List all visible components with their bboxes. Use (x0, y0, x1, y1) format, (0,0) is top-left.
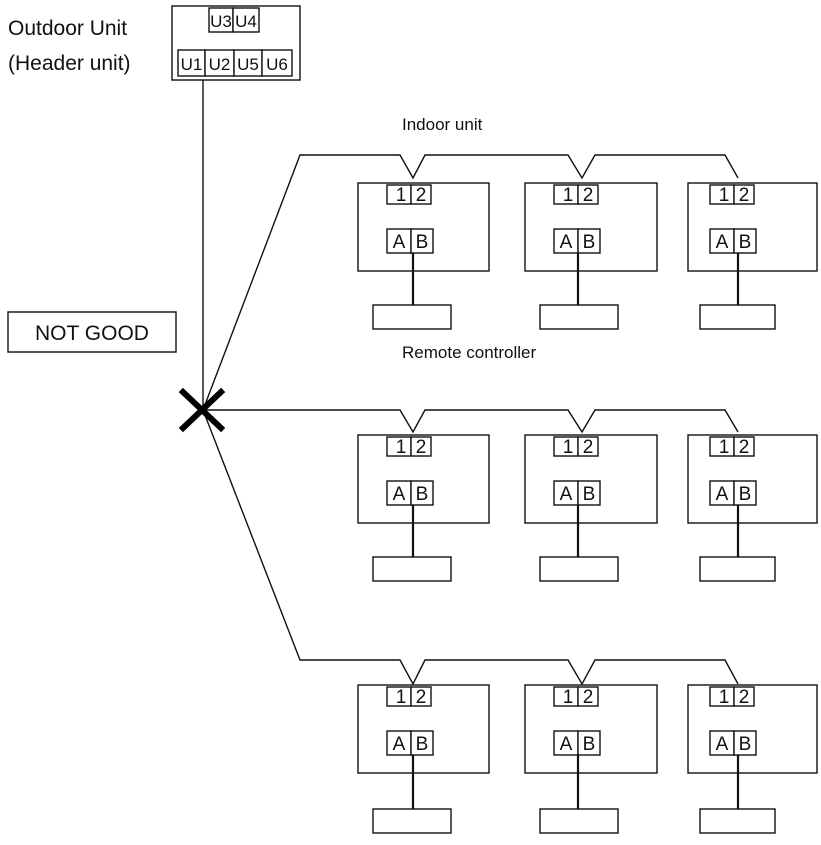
terminal-1-label: 1 (719, 687, 730, 708)
terminal-a-label: A (393, 232, 406, 253)
terminal-b (733, 228, 757, 254)
terminal-1-label: 1 (396, 687, 407, 708)
terminal-b (577, 228, 601, 254)
terminal-1-label: 1 (396, 437, 407, 458)
terminal-2 (577, 436, 599, 457)
terminal-a-label: A (716, 484, 729, 505)
branch-wire-row-2 (203, 409, 739, 434)
terminal-2 (733, 436, 755, 457)
terminal-b (577, 480, 601, 506)
terminal-b (410, 480, 434, 506)
terminal-b-label: B (416, 232, 429, 253)
terminal-b (733, 480, 757, 506)
remote-controller (699, 808, 776, 834)
terminal-1-label: 1 (563, 437, 574, 458)
remote-controller (539, 808, 619, 834)
terminal-2-label: 2 (583, 437, 594, 458)
outdoor-unit-label: Outdoor Unit (8, 17, 127, 40)
terminal-b (577, 730, 601, 756)
terminal-u2: U2 (209, 55, 231, 74)
terminal-a-label: A (716, 734, 729, 755)
remote-controller-label: Remote controller (402, 343, 537, 362)
terminal-a-label: A (393, 734, 406, 755)
remote-controller (699, 556, 776, 582)
terminal-b (410, 228, 434, 254)
terminal-2 (410, 436, 432, 457)
terminal-2 (410, 184, 432, 205)
remote-controller (372, 304, 452, 330)
terminal-b-label: B (416, 484, 429, 505)
remote-controller (539, 304, 619, 330)
terminal-b-label: B (416, 734, 429, 755)
terminal-2-label: 2 (739, 185, 750, 206)
terminal-b-label: B (739, 484, 752, 505)
terminal-1-label: 1 (719, 437, 730, 458)
terminal-2-label: 2 (739, 437, 750, 458)
terminal-u3: U3 (210, 12, 232, 31)
remote-controller (372, 808, 452, 834)
terminal-u5: U5 (237, 55, 259, 74)
outdoor-unit: U3 U4 U1 U2 U5 U6 (171, 5, 301, 81)
terminal-b (410, 730, 434, 756)
terminal-1-label: 1 (563, 687, 574, 708)
terminal-a (709, 730, 735, 756)
terminal-1-label: 1 (396, 185, 407, 206)
terminal-b-label: B (583, 484, 596, 505)
terminal-a-label: A (560, 232, 573, 253)
warning-label: NOT GOOD (35, 322, 149, 345)
terminal-b (733, 730, 757, 756)
terminal-2-label: 2 (739, 687, 750, 708)
terminal-b-label: B (583, 232, 596, 253)
terminal-1-label: 1 (719, 185, 730, 206)
x-mark-icon (178, 387, 226, 433)
terminal-a-label: A (560, 734, 573, 755)
terminal-u6: U6 (266, 55, 288, 74)
terminal-a (709, 480, 735, 506)
terminal-a-label: A (716, 232, 729, 253)
terminal-2-label: 2 (416, 185, 427, 206)
terminal-a-label: A (393, 484, 406, 505)
terminal-2 (733, 184, 755, 205)
terminal-2-label: 2 (416, 687, 427, 708)
terminal-2-label: 2 (416, 437, 427, 458)
header-unit-label: (Header unit) (8, 52, 131, 75)
terminal-b-label: B (739, 734, 752, 755)
terminal-u4: U4 (235, 12, 257, 31)
remote-controller (372, 556, 452, 582)
terminal-2 (577, 184, 599, 205)
terminal-1-label: 1 (563, 185, 574, 206)
terminal-2 (410, 686, 432, 707)
remote-controller (699, 304, 776, 330)
warning-box (7, 311, 177, 353)
terminal-b-label: B (583, 734, 596, 755)
terminal-2 (733, 686, 755, 707)
indoor-unit-label: Indoor unit (402, 115, 483, 134)
terminal-a-label: A (560, 484, 573, 505)
branch-wire-row-3 (202, 409, 739, 686)
terminal-u1: U1 (181, 55, 203, 74)
terminal-2-label: 2 (583, 185, 594, 206)
terminal-b-label: B (739, 232, 752, 253)
remote-controller (539, 556, 619, 582)
branch-wire-row-1 (202, 154, 739, 411)
terminal-2 (577, 686, 599, 707)
terminal-2-label: 2 (583, 687, 594, 708)
